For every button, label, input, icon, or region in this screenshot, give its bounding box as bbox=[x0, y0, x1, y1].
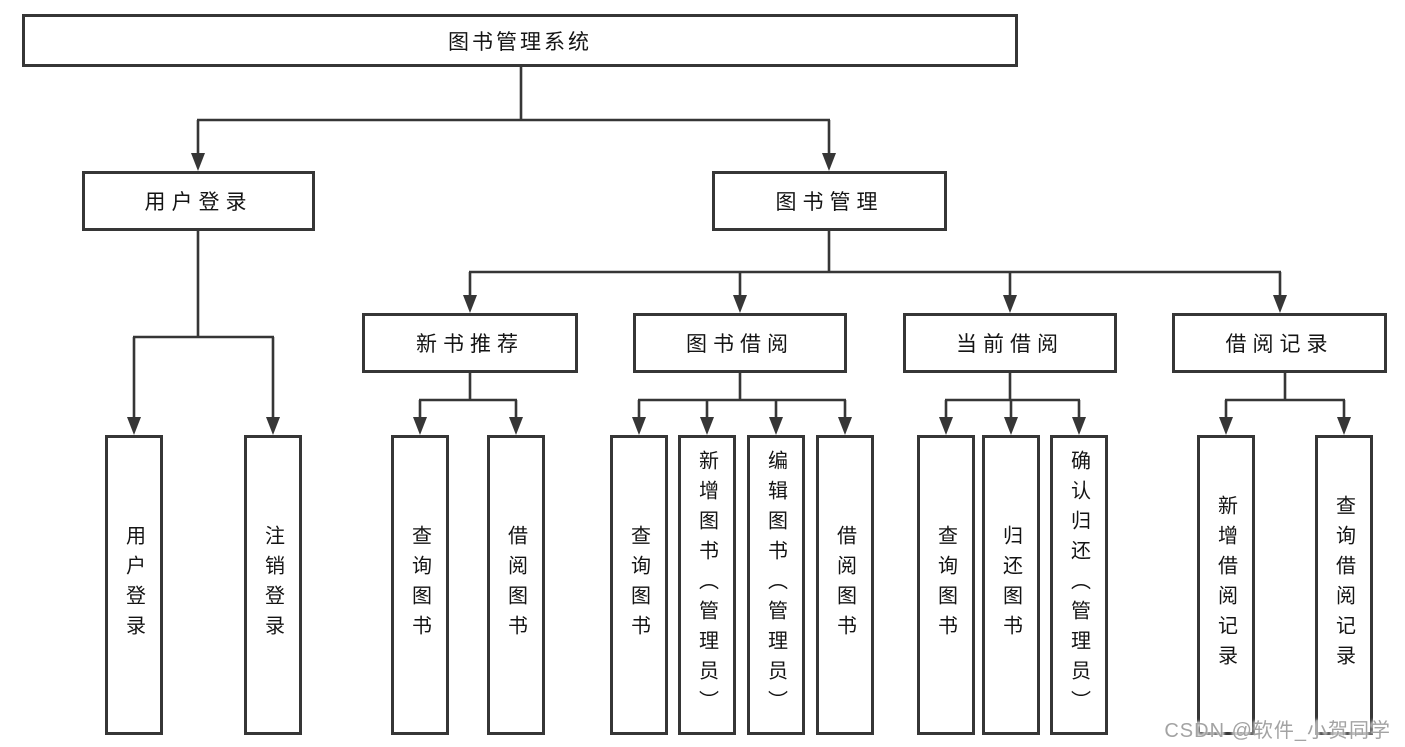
node-new-book-recommend: 新书推荐 bbox=[362, 313, 578, 373]
arrowheads bbox=[127, 153, 1351, 435]
leaf-user-login: 用户登录 bbox=[105, 435, 163, 735]
arrowhead-icon bbox=[266, 417, 280, 435]
arrowhead-icon bbox=[1273, 295, 1287, 313]
leaf-query-borrow-record: 查询借阅记录 bbox=[1315, 435, 1373, 735]
leaf-query-books-recommend: 查询图书 bbox=[391, 435, 449, 735]
arrowhead-icon bbox=[939, 417, 953, 435]
arrowhead-icon bbox=[1337, 417, 1351, 435]
leaf-borrow-books-recommend: 借阅图书 bbox=[487, 435, 545, 735]
arrowhead-icon bbox=[191, 153, 205, 171]
arrowhead-icon bbox=[822, 153, 836, 171]
leaf-add-book-admin: 新增图书（管理员） bbox=[678, 435, 736, 735]
leaf-borrow-books-borrowing: 借阅图书 bbox=[816, 435, 874, 735]
arrowhead-icon bbox=[1004, 417, 1018, 435]
arrowhead-icon bbox=[463, 295, 477, 313]
watermark: CSDN @软件_小贺同学 bbox=[1164, 720, 1391, 742]
leaf-add-borrow-record: 新增借阅记录 bbox=[1197, 435, 1255, 735]
connector-path bbox=[132, 66, 1346, 419]
arrowhead-icon bbox=[1072, 417, 1086, 435]
node-user-login-module: 用户登录 bbox=[82, 171, 315, 231]
node-current-borrowing: 当前借阅 bbox=[903, 313, 1117, 373]
leaf-logout: 注销登录 bbox=[244, 435, 302, 735]
arrowhead-icon bbox=[413, 417, 427, 435]
leaf-return-book: 归还图书 bbox=[982, 435, 1040, 735]
arrowhead-icon bbox=[769, 417, 783, 435]
arrowhead-icon bbox=[1003, 295, 1017, 313]
leaf-query-books-current: 查询图书 bbox=[917, 435, 975, 735]
arrowhead-icon bbox=[838, 417, 852, 435]
node-borrowing-records: 借阅记录 bbox=[1172, 313, 1387, 373]
arrowhead-icon bbox=[733, 295, 747, 313]
node-book-management: 图书管理 bbox=[712, 171, 947, 231]
arrowhead-icon bbox=[127, 417, 141, 435]
leaf-confirm-return-admin: 确认归还（管理员） bbox=[1050, 435, 1108, 735]
node-book-borrowing: 图书借阅 bbox=[633, 313, 847, 373]
arrowhead-icon bbox=[1219, 417, 1233, 435]
arrowhead-icon bbox=[700, 417, 714, 435]
leaf-edit-book-admin: 编辑图书（管理员） bbox=[747, 435, 805, 735]
arrowhead-icon bbox=[632, 417, 646, 435]
node-system-root: 图书管理系统 bbox=[22, 14, 1018, 67]
leaf-query-books-borrowing: 查询图书 bbox=[610, 435, 668, 735]
arrowhead-icon bbox=[509, 417, 523, 435]
